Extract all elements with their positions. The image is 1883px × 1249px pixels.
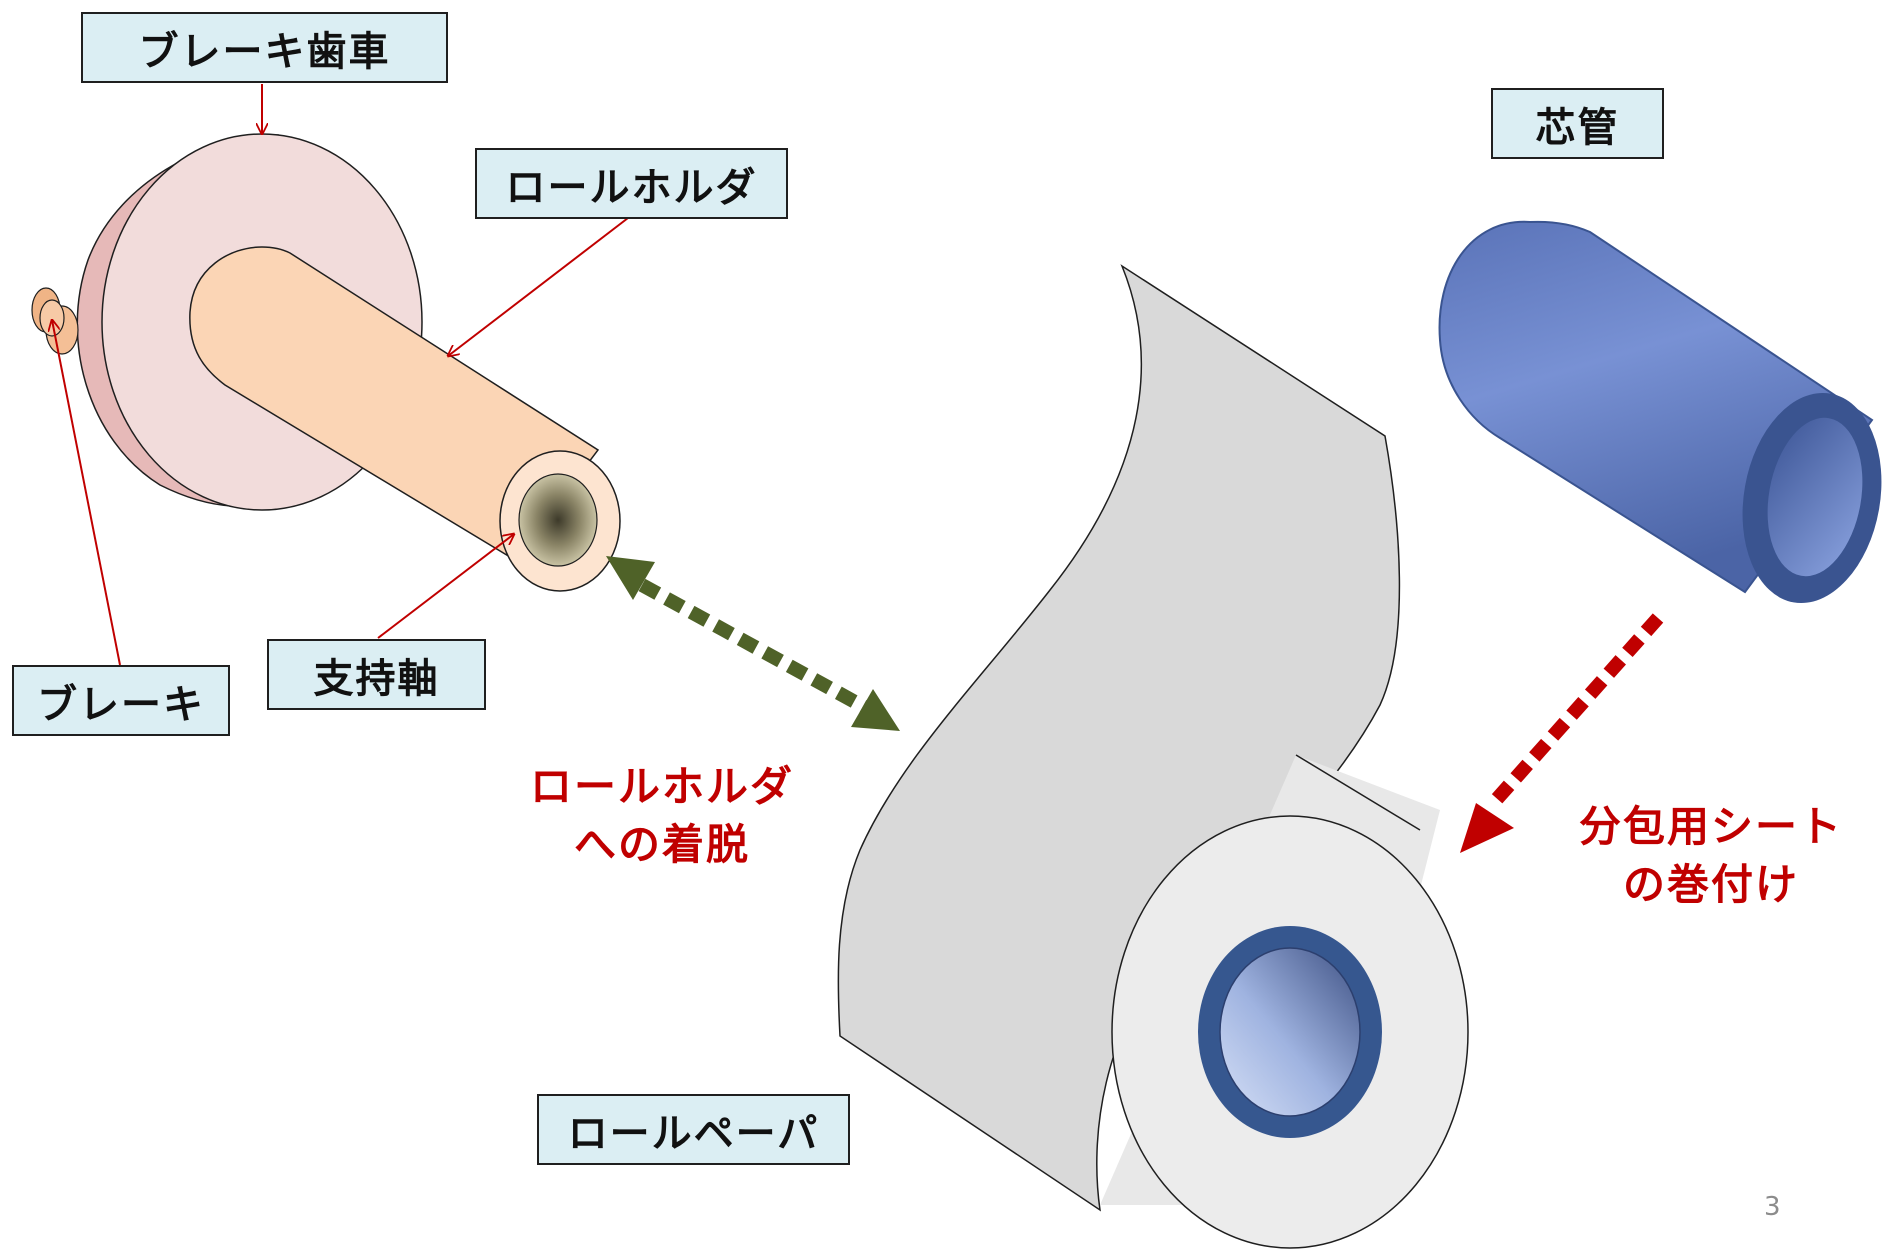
- roll-holder-shape: [189, 246, 621, 592]
- label-roll-paper: ロールペーパ: [537, 1094, 850, 1165]
- label-roll-holder: ロールホルダ: [475, 148, 788, 219]
- label-brake: ブレーキ: [12, 665, 230, 736]
- caption-core-wrapping-line1: 分包用シート: [1578, 802, 1843, 851]
- roll-holder-leader: [448, 217, 629, 356]
- label-brake-gear: ブレーキ歯車: [81, 12, 448, 83]
- label-support-shaft: 支持軸: [267, 639, 486, 710]
- label-core-tube-text: 芯管: [1535, 104, 1620, 151]
- leader-lines: [52, 84, 629, 666]
- caption-core-wrapping: 分包用シート の巻付け: [1556, 798, 1866, 914]
- brake-shape: [31, 287, 79, 355]
- label-support-shaft-text: 支持軸: [313, 655, 440, 702]
- caption-attach-detach-line1: ロールホルダ: [529, 762, 794, 811]
- caption-attach-detach-line2: への着脱: [573, 820, 750, 869]
- page-number: 3: [1764, 1192, 1781, 1222]
- core-wrapping-arrow: [1460, 613, 1664, 853]
- label-roll-holder-text: ロールホルダ: [505, 164, 758, 211]
- label-core-tube: 芯管: [1491, 88, 1664, 159]
- core-tube-shape: [1438, 220, 1882, 604]
- label-brake-text: ブレーキ: [37, 681, 205, 728]
- label-roll-paper-text: ロールペーパ: [567, 1110, 820, 1157]
- brake-leader: [52, 320, 121, 666]
- roll-paper-shape: [837, 264, 1469, 1249]
- label-brake-gear-text: ブレーキ歯車: [138, 28, 391, 75]
- caption-attach-detach: ロールホルダ への着脱: [512, 758, 812, 874]
- support-shaft-leader: [377, 534, 514, 639]
- caption-core-wrapping-line2: の巻付け: [1622, 860, 1799, 909]
- attach-detach-arrow: [606, 556, 900, 731]
